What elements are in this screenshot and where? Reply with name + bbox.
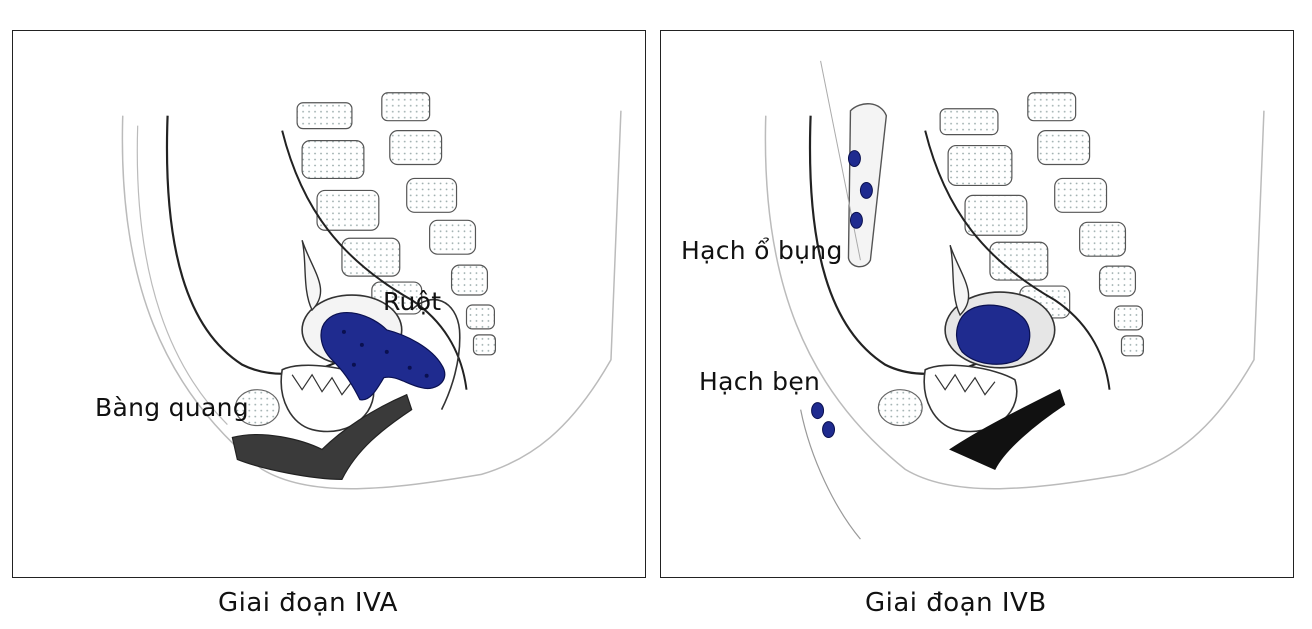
pelvis-illustration-iva [121,92,622,490]
tumor-mass [955,304,1031,365]
abdominal-lymph-nodes [847,150,873,229]
pubic-bone [877,389,923,427]
vertebrae [296,92,496,356]
vertebrae [939,92,1144,357]
fallopian-tube [949,244,970,317]
vagina-dark-tissue [949,388,1066,471]
label-inguinal-nodes: Hạch bẹn [699,367,821,396]
diagram-panel-stage-ivb: Hạch ổ bụng Hạch bẹn [660,30,1294,578]
body-outline [121,110,622,490]
pelvis-illustration-ivb [764,60,1265,540]
caption-stage-ivb: Giai đoạn IVB [865,588,1047,618]
label-abdominal-nodes: Hạch ổ bụng [681,236,843,265]
spine-line [281,130,468,390]
thigh-outline [800,409,861,540]
bowel [411,298,461,410]
fallopian-tube [301,240,322,312]
label-bowel: Ruột [383,287,442,316]
inguinal-lymph-nodes [811,402,836,439]
label-bladder: Bàng quang [95,393,249,422]
pubic-bone [234,389,280,427]
spine-line [924,130,1111,390]
diagram-panel-stage-iva: Ruột Bàng quang [12,30,646,578]
caption-stage-iva: Giai đoạn IVA [218,588,398,618]
vagina-dark-tissue [231,393,413,480]
body-outline [764,110,1265,490]
tumor-mass [320,311,446,401]
